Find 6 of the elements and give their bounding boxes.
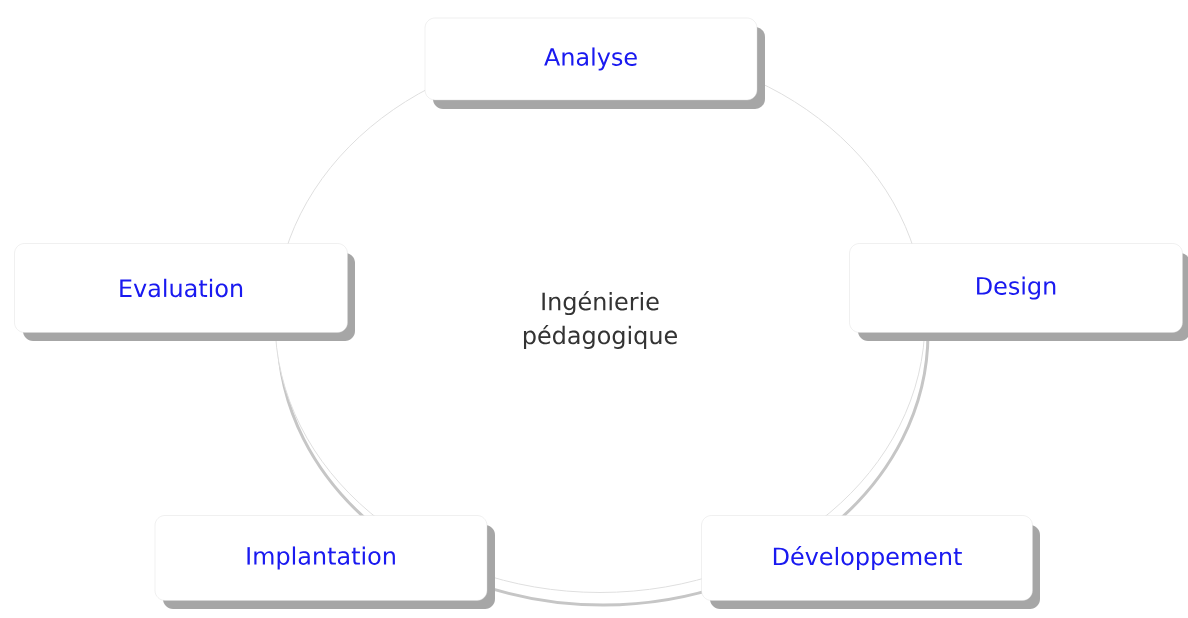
- process-box: Evaluation: [14, 243, 355, 341]
- process-box: Développement: [701, 515, 1040, 609]
- process-box: Implantation: [154, 515, 495, 609]
- process-box: Design: [849, 243, 1188, 341]
- node-label: Design: [977, 276, 1056, 300]
- process-box: Analyse: [424, 17, 765, 109]
